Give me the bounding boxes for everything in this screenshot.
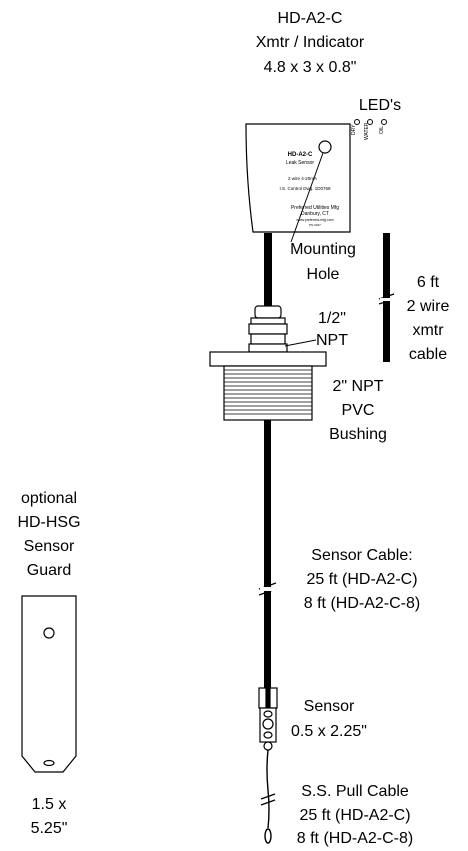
face-output: 2 wire 4-20mA bbox=[287, 176, 317, 181]
led-indicators bbox=[354, 119, 387, 125]
sensor-cable-line2: 25 ft (HD-A2-C) bbox=[306, 571, 418, 588]
led-water bbox=[367, 119, 373, 125]
transmitter-description: Xmtr / Indicator bbox=[255, 34, 365, 51]
guard-line1: optional bbox=[20, 490, 78, 507]
led-name-water: WATER bbox=[364, 122, 370, 141]
transmitter-model: HD-A2-C bbox=[277, 10, 343, 27]
xmtr-cable-line1: 6 ft bbox=[416, 274, 440, 291]
npt-line2: NPT bbox=[316, 332, 348, 349]
xmtr-cable-break-icon bbox=[378, 293, 395, 305]
led-oil bbox=[381, 119, 387, 125]
led-name-dry: DRY bbox=[351, 124, 357, 135]
sensor-guard-icon bbox=[21, 595, 77, 773]
mounting-hole-line2: Hole bbox=[306, 266, 340, 283]
face-maker-line2: Danbury, CT bbox=[301, 211, 329, 217]
pull-cable-line1: S.S. Pull Cable bbox=[301, 783, 409, 800]
guard-line2: HD-HSG bbox=[17, 514, 81, 531]
sensor-cable-line1: Sensor Cable: bbox=[311, 547, 413, 564]
face-part-code: PN 0047 bbox=[309, 223, 321, 227]
bushing-line1: 2" NPT bbox=[332, 378, 384, 395]
sensor-cable-upper bbox=[264, 233, 272, 311]
sensor-icon bbox=[258, 687, 278, 751]
pvc-bushing-icon bbox=[209, 351, 327, 421]
npt-leader bbox=[284, 339, 317, 347]
pull-cable-line2: 25 ft (HD-A2-C) bbox=[299, 807, 411, 824]
npt-line1: 1/2" bbox=[318, 310, 346, 327]
xmtr-cable bbox=[383, 233, 390, 362]
xmtr-cable-line3: xmtr bbox=[412, 322, 444, 339]
guard-line3: Sensor bbox=[23, 538, 75, 555]
xmtr-cable-line2: 2 wire bbox=[406, 298, 450, 315]
bushing-line3: Bushing bbox=[329, 426, 387, 443]
sensor-line2: 0.5 x 2.25" bbox=[291, 723, 367, 740]
mounting-hole-icon bbox=[318, 140, 332, 154]
npt-fitting-icon bbox=[248, 305, 288, 353]
sensor-line1: Sensor bbox=[303, 698, 355, 715]
mounting-hole-leader bbox=[290, 152, 324, 243]
guard-line4: Guard bbox=[26, 562, 72, 579]
pull-cable-line3: 8 ft (HD-A2-C-8) bbox=[296, 830, 414, 847]
sensor-cable-break-icon bbox=[258, 582, 277, 596]
face-maker-line1: Preferred Utilities Mfg bbox=[290, 205, 340, 211]
face-maker-url: www.preferred-mfg.com bbox=[296, 218, 334, 222]
led-dry bbox=[354, 119, 360, 125]
xmtr-cable-line4: cable bbox=[408, 346, 448, 363]
sensor-cable-line3: 8 ft (HD-A2-C-8) bbox=[303, 595, 421, 612]
led-name-oil: OIL bbox=[379, 125, 385, 135]
face-ul: I.S. Control Dwg. 1D0768 bbox=[279, 186, 331, 191]
transmitter-dimensions: 4.8 x 3 x 0.8" bbox=[263, 59, 357, 76]
guard-dim1: 1.5 x bbox=[31, 796, 67, 813]
leds-label: LED's bbox=[358, 97, 402, 114]
bushing-threads bbox=[224, 369, 312, 415]
bushing-line2: PVC bbox=[341, 402, 375, 419]
sensor-cable-lower bbox=[264, 420, 271, 688]
face-subtitle: Leak Sensor bbox=[285, 160, 315, 166]
guard-dim2: 5.25" bbox=[30, 820, 68, 837]
face-model: HD-A2-C bbox=[287, 152, 313, 158]
mounting-hole-line1: Mounting bbox=[290, 241, 356, 258]
pull-cable-icon bbox=[260, 749, 276, 844]
